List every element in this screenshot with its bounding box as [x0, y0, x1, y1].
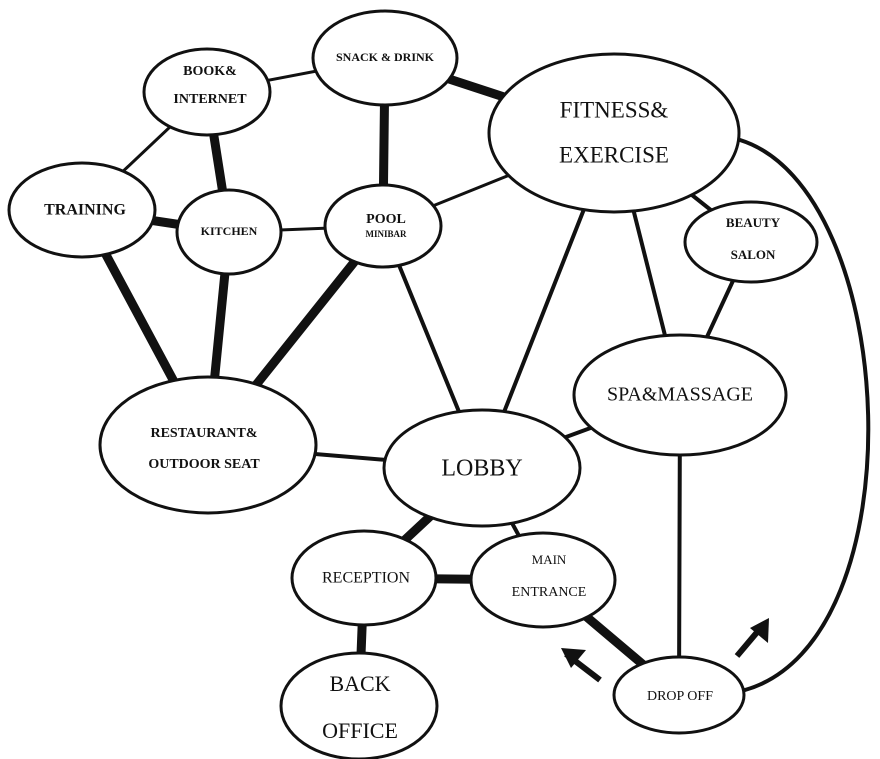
node-snack-drink-label: SNACK & DRINK: [336, 50, 435, 64]
node-kitchen-label: KITCHEN: [201, 224, 258, 238]
arrows-layer: [561, 618, 769, 683]
node-back-office-label-1: BACK: [329, 671, 390, 696]
node-lobby-bubble: [382, 408, 582, 528]
node-restaurant-outdoor-bubble: [98, 375, 318, 515]
node-restaurant-outdoor-label-2: OUTDOOR SEAT: [148, 457, 260, 472]
node-training-bubble: [7, 161, 157, 259]
node-main-entrance: MAIN ENTRANCE: [469, 531, 617, 629]
node-main-entrance-label-2: ENTRANCE: [512, 585, 587, 600]
node-drop-off-bubble: [612, 655, 746, 735]
node-kitchen: KITCHEN: [175, 188, 283, 276]
node-fitness-exercise-bubble: [487, 52, 741, 214]
node-reception: RECEPTION: [290, 529, 438, 627]
node-snack-drink: SNACK & DRINK: [311, 9, 459, 107]
node-beauty-salon-label-2: SALON: [731, 247, 776, 262]
node-main-entrance-bubble: [469, 531, 617, 629]
node-beauty-salon: BEAUTY SALON: [683, 200, 819, 284]
arrow-to-spa: [734, 618, 769, 658]
node-back-office-label-2: OFFICE: [322, 718, 398, 743]
arrow-to-main-entrance: [561, 648, 602, 683]
nodes-layer: BOOK& INTERNET SNACK & DRINK FITNESS& EX…: [7, 9, 819, 759]
node-pool-minibar-label-1: POOL: [366, 212, 406, 227]
node-back-office: BACK OFFICE: [279, 651, 439, 759]
arrow-to-spa-head: [750, 618, 769, 643]
node-drop-off: DROP OFF: [612, 655, 746, 735]
node-kitchen-bubble: [175, 188, 283, 276]
arrow-to-main-entrance-head: [561, 648, 586, 668]
node-book-internet-label-1: BOOK&: [183, 64, 237, 79]
node-restaurant-outdoor-label-1: RESTAURANT&: [150, 426, 257, 441]
node-beauty-salon-label-1: BEAUTY: [726, 215, 781, 230]
node-restaurant-outdoor: RESTAURANT& OUTDOOR SEAT: [98, 375, 318, 515]
node-training-label: TRAINING: [44, 202, 126, 219]
node-lobby-label: LOBBY: [441, 456, 522, 482]
node-reception-label: RECEPTION: [322, 570, 410, 587]
node-pool-minibar-label-2: MINIBAR: [365, 229, 407, 239]
node-book-internet-label-2: INTERNET: [173, 92, 247, 107]
node-spa-massage-bubble: [572, 333, 788, 457]
node-drop-off-label: DROP OFF: [647, 689, 713, 704]
node-fitness-exercise-label-2: EXERCISE: [559, 142, 669, 167]
node-snack-drink-bubble: [311, 9, 459, 107]
node-reception-bubble: [290, 529, 438, 627]
node-pool-minibar: POOL MINIBAR: [323, 183, 443, 269]
node-beauty-salon-bubble: [683, 200, 819, 284]
node-training: TRAINING: [7, 161, 157, 259]
node-lobby: LOBBY: [382, 408, 582, 528]
link-fitness-exercise-to-drop-off: [738, 138, 871, 692]
node-book-internet: BOOK& INTERNET: [142, 47, 272, 137]
node-book-internet-bubble: [142, 47, 272, 137]
node-back-office-bubble: [279, 651, 439, 759]
node-spa-massage: SPA&MASSAGE: [572, 333, 788, 457]
node-fitness-exercise: FITNESS& EXERCISE: [487, 52, 741, 214]
node-fitness-exercise-label-1: FITNESS&: [560, 97, 669, 122]
node-spa-massage-label: SPA&MASSAGE: [607, 384, 753, 406]
node-pool-minibar-bubble: [323, 183, 443, 269]
node-main-entrance-label-1: MAIN: [532, 552, 567, 567]
